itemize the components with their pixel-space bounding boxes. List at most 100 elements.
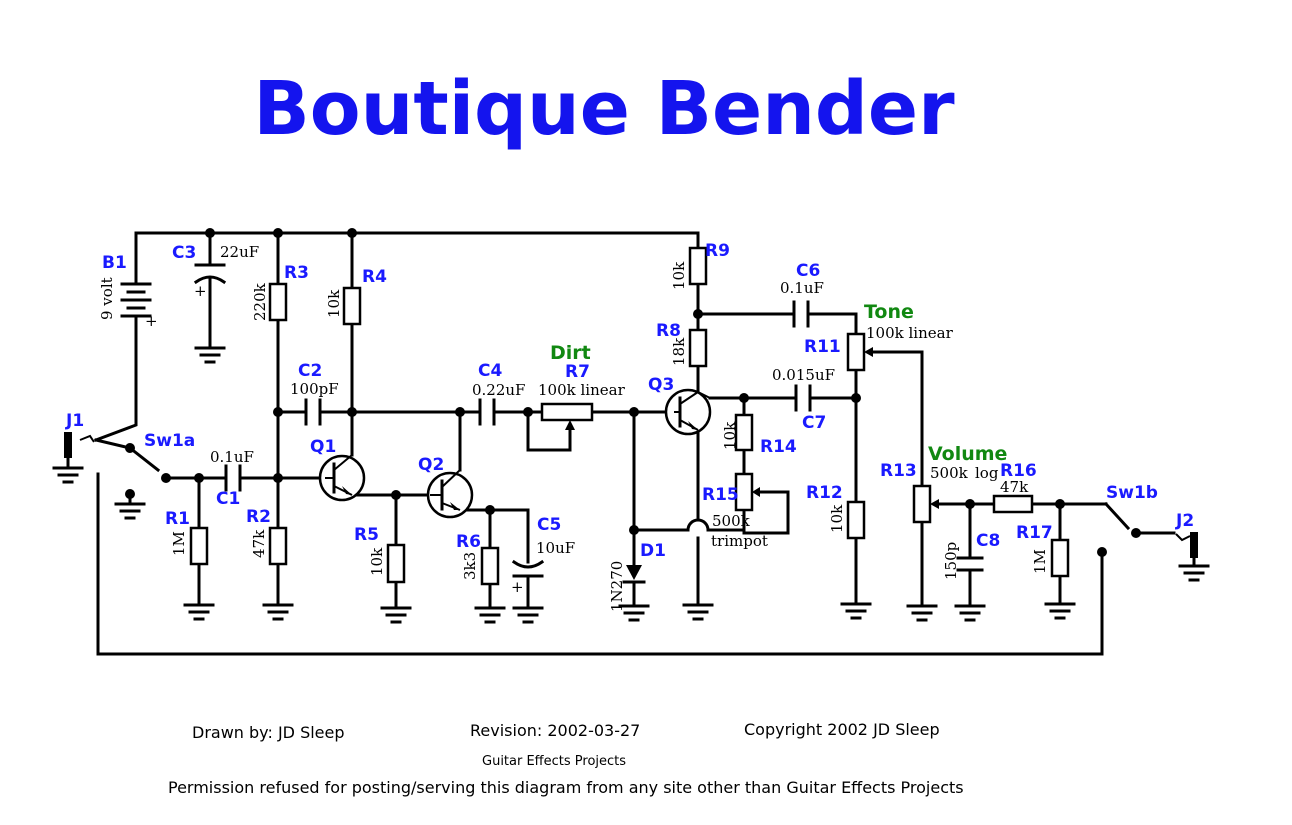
svg-text:+: + — [194, 282, 207, 300]
ref-r14: R14 — [760, 437, 797, 457]
resistor-r2 — [268, 526, 288, 566]
transistors — [318, 388, 712, 519]
ground-symbol — [114, 502, 146, 520]
transistor-q3 — [664, 388, 712, 436]
battery-b1: + — [120, 282, 158, 330]
ref-r4: R4 — [362, 267, 387, 287]
ref-sw1a: Sw1a — [144, 431, 195, 451]
ref-c6: C6 — [796, 261, 820, 281]
ground-symbol — [380, 606, 412, 624]
resistor-r14 — [734, 413, 754, 452]
potentiometer-r13 — [912, 484, 932, 524]
value-c4: 0.22uF — [472, 381, 525, 399]
resistors — [189, 246, 1070, 586]
jacks-switches — [64, 432, 1198, 568]
ground-symbol — [512, 606, 544, 624]
ground-symbol — [1044, 602, 1076, 620]
ref-j2: J2 — [1175, 511, 1194, 531]
potentiometer-r7 — [540, 402, 594, 422]
resistor-r9 — [688, 246, 708, 286]
value-c3: 22uF — [220, 243, 259, 261]
ref-r9: R9 — [705, 241, 730, 261]
ref-c2: C2 — [298, 361, 322, 381]
value-c7: 0.015uF — [772, 366, 835, 384]
ref-q2: Q2 — [418, 455, 444, 475]
value-b1: 9 volt — [98, 277, 116, 320]
ground-symbol — [906, 604, 938, 622]
ref-r1: R1 — [165, 509, 190, 529]
ref-r13: R13 — [880, 461, 917, 481]
value-r14: 10k — [721, 421, 739, 450]
ground-symbol — [194, 346, 226, 364]
value2-r13: log — [975, 464, 999, 482]
permission-notice: Permission refused for posting/serving t… — [168, 778, 964, 797]
ref-r5: R5 — [354, 525, 379, 545]
jack-j2 — [1190, 532, 1198, 558]
label-tone: Tone — [864, 301, 914, 323]
ref-c5: C5 — [537, 515, 561, 535]
capacitors: + + — [193, 263, 984, 596]
copyright: Copyright 2002 JD Sleep — [744, 720, 940, 739]
ref-c1: C1 — [216, 489, 240, 509]
ref-j1: J1 — [65, 411, 84, 431]
ref-r17: R17 — [1016, 523, 1053, 543]
ref-r3: R3 — [284, 263, 309, 283]
ref-r2: R2 — [246, 507, 271, 527]
resistor-r5 — [386, 543, 406, 584]
ref-r15: R15 — [702, 485, 739, 505]
junctions — [125, 228, 1141, 557]
ref-c4: C4 — [478, 361, 502, 381]
drawn-by: Drawn by: JD Sleep — [192, 723, 345, 742]
site-name: Guitar Effects Projects — [482, 754, 626, 769]
value-r15: 500k — [712, 512, 751, 530]
value-c6: 0.1uF — [780, 279, 824, 297]
value-d1: 1N270 — [608, 561, 626, 612]
ref-r11: R11 — [804, 337, 841, 357]
resistor-r16 — [992, 494, 1034, 514]
ground-symbol — [183, 603, 215, 621]
value2-r15: trimpot — [711, 532, 768, 550]
ref-q3: Q3 — [648, 375, 674, 395]
resistor-r6 — [480, 546, 500, 586]
ground-symbol — [682, 603, 714, 621]
ref-b1: B1 — [102, 253, 127, 273]
jack-j1 — [64, 432, 72, 458]
transistor-q1 — [318, 454, 366, 502]
value-r8: 18k — [670, 337, 688, 366]
ground-symbol — [474, 606, 506, 624]
resistor-r1 — [189, 526, 209, 566]
value-r17: 1M — [1031, 549, 1049, 574]
value-r13: 500k — [930, 464, 969, 482]
value-c8: 150p — [942, 542, 960, 580]
ref-c7: C7 — [802, 413, 826, 433]
ref-r16: R16 — [1000, 461, 1037, 481]
value-r16: 47k — [1000, 478, 1029, 496]
resistor-r8 — [688, 328, 708, 368]
ref-r8: R8 — [656, 321, 681, 341]
ground-symbol — [1178, 564, 1210, 582]
value-r4: 10k — [325, 289, 343, 318]
resistor-r3 — [268, 282, 288, 322]
diagram-title: Boutique Bender — [253, 66, 955, 152]
value-r6: 3k3 — [461, 552, 479, 580]
resistor-r12 — [846, 500, 866, 540]
ref-r7: R7 — [565, 362, 590, 382]
resistor-r17 — [1050, 538, 1070, 578]
resistor-r4 — [342, 286, 362, 326]
svg-text:+: + — [511, 578, 524, 596]
ground-symbol — [52, 466, 84, 484]
value-c1: 0.1uF — [210, 448, 254, 466]
ref-c8: C8 — [976, 531, 1000, 551]
label-dirt: Dirt — [550, 342, 591, 364]
potentiometer-r11 — [846, 332, 866, 372]
value-r7: 100k linear — [538, 381, 626, 399]
transistor-q2 — [426, 469, 474, 519]
ref-c3: C3 — [172, 243, 196, 263]
ref-q1: Q1 — [310, 437, 336, 457]
value-r3: 220k — [251, 282, 269, 321]
value-r2: 47k — [250, 529, 268, 558]
ground-symbol — [840, 602, 872, 620]
value-r9: 10k — [670, 261, 688, 290]
ground-symbol — [618, 604, 650, 622]
